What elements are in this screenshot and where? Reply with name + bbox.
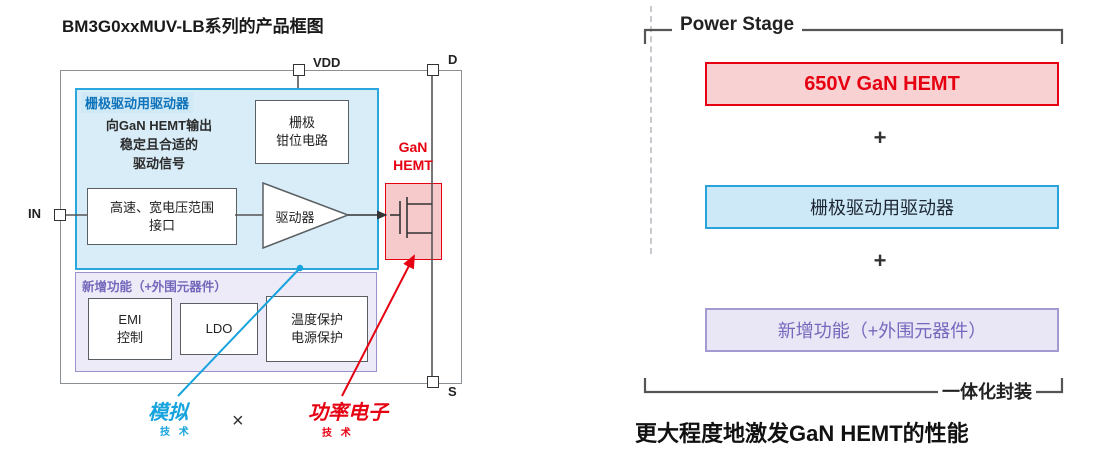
protection-box: 温度保护 电源保护	[266, 296, 368, 362]
panel-divider	[650, 6, 652, 254]
driver-triangle-label: 驱动器	[275, 210, 315, 225]
times-symbol: ×	[232, 410, 244, 432]
gan-hemt-label: GaN HEMT	[393, 139, 433, 174]
gan-hemt-stack-box: 650V GaN HEMT	[705, 62, 1059, 106]
power-stage-title: Power Stage	[672, 14, 803, 36]
gan-hemt-box	[385, 183, 442, 260]
terminal-vdd	[293, 64, 305, 76]
power-electronics-annotation-sub: 技 术	[322, 428, 354, 439]
gate-driver-block-header: 栅极驱动用驱动器	[81, 92, 194, 113]
terminal-in	[54, 209, 66, 221]
gate-driver-stack-box: 栅极驱动用驱动器	[705, 185, 1059, 229]
addon-functions-header: 新增功能（+外围元器件）	[82, 280, 227, 294]
ldo-box: LDO	[180, 303, 258, 355]
plus-symbol: +	[873, 125, 887, 150]
gate-driver-description: 向GaN HEMT输出 稳定且合适的 驱动信号	[105, 118, 213, 171]
terminal-s	[427, 376, 439, 388]
analog-annotation-sub: 技 术	[160, 427, 192, 438]
emi-control-box: EMI 控制	[88, 298, 172, 360]
pin-label-d: D	[448, 52, 458, 67]
addon-stack-box: 新增功能（+外围元器件）	[705, 308, 1059, 352]
power-electronics-annotation: 功率电子	[308, 402, 388, 424]
gate-clamp-circuit-box: 栅极 钳位电路	[255, 100, 349, 164]
analog-annotation: 模拟	[148, 402, 188, 424]
plus-symbol: +	[873, 248, 887, 273]
pin-label-s: S	[448, 384, 457, 399]
terminal-d	[427, 64, 439, 76]
pin-label-vdd: VDD	[313, 55, 341, 70]
left-diagram-title: BM3G0xxMUV-LB系列的产品框图	[62, 17, 324, 36]
pin-label-in: IN	[28, 206, 41, 221]
integrated-package-label: 一体化封装	[938, 378, 1036, 404]
right-caption: 更大程度地激发GaN HEMT的性能	[635, 421, 969, 446]
interface-box: 高速、宽电压范围 接口	[87, 188, 237, 245]
